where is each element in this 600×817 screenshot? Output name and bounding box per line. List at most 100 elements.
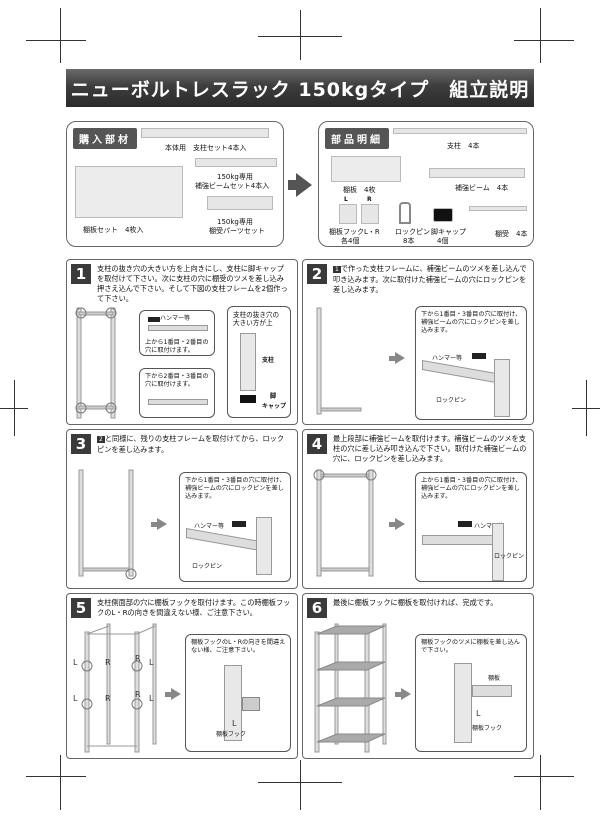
hook-l-image — [339, 204, 357, 224]
post-icon — [256, 517, 272, 575]
beam-label: 補強ビーム 4本 — [455, 184, 509, 192]
step2-callout-text: 下から1番目・3番目の穴に取付け、補強ビームの穴にロックピンを差し込みます。 — [421, 311, 522, 334]
arrow-right-icon — [395, 518, 405, 530]
parts-label: 部品明細 — [325, 128, 389, 149]
post-icon — [240, 333, 256, 391]
post-icon — [492, 523, 504, 581]
arrow-right-icon — [401, 688, 411, 700]
shelf-label: 棚板 — [488, 675, 501, 682]
hook-icon — [242, 697, 260, 711]
post-set-image — [141, 128, 269, 138]
shelf-image — [331, 156, 401, 182]
hammer-icon — [472, 353, 486, 359]
rail-image — [469, 206, 527, 211]
step5-callout-text: 棚板フックのL・Rの向きを間違えない様、ご注意下さい。 — [191, 639, 286, 654]
crop-mark — [514, 776, 574, 777]
cap-icon — [240, 395, 256, 403]
hammer-icon — [458, 521, 472, 527]
hook-l-letter: L — [476, 709, 481, 718]
page-title: ニューボルトレスラック 150kgタイプ 組立説明 — [66, 69, 534, 107]
shelf-label: 棚板 4枚 — [343, 186, 376, 194]
hammer-icon — [232, 521, 246, 527]
hook-l-letter: L — [149, 694, 154, 703]
step1-post-note-2: 大きい方が上 — [233, 319, 273, 327]
pin-label: ロックピン — [436, 397, 467, 404]
pin-image — [399, 202, 411, 224]
step-text: 最上段部に補強ビームを取付けます。補強ビームのツメを支柱の穴に差し込み叩き込んで… — [333, 434, 527, 463]
step-number: 1 — [71, 264, 91, 284]
post-icon — [494, 359, 510, 417]
cap-label-2: キャップ — [262, 403, 287, 410]
shelf-set-image — [75, 166, 183, 218]
step-ref-badge: 2 — [97, 436, 105, 443]
hook-l-letter: L — [73, 694, 78, 703]
step3-callout: 下から1番目・3番目の穴に取付け、補強ビームの穴にロックピンを差し込みます。 ハ… — [179, 472, 291, 582]
finished-rack-illustration — [314, 623, 387, 753]
crop-mark — [26, 776, 86, 777]
step6-callout-text: 棚板フックのツメに棚板を差し込んで下さい。 — [421, 639, 520, 654]
pin-label: ロックピン — [192, 563, 223, 570]
crop-mark — [540, 755, 541, 810]
post-icon — [454, 663, 472, 743]
crop-mark — [26, 40, 86, 41]
step-5: 5 支柱側面部の穴に棚板フックを取付けます。この時棚板フックのL・Rの向きを間違… — [66, 593, 298, 759]
cap-image — [433, 208, 453, 222]
post-label: 支柱 4本 — [447, 142, 480, 150]
step3-callout-text: 下から1番目・3番目の穴に取付け、補強ビームの穴にロックピンを差し込みます。 — [185, 477, 286, 500]
hook-l-letter: L — [344, 196, 348, 203]
arrow-right-icon — [395, 692, 401, 697]
hook-l-letter: L — [232, 719, 237, 728]
beam-set-image — [195, 158, 277, 167]
parts-panel: 部品明細 支柱 4本 棚板 4枚 補強ビーム 4本 L R 棚板フックL・R 各… — [318, 121, 534, 247]
step-number: 3 — [71, 434, 91, 454]
step-1: 1 支柱の抜き穴の大きい方を上向きにし、支柱に脚キャップを取付けて下さい。次に支… — [66, 259, 298, 425]
hook-r-letter: R — [105, 658, 111, 667]
beam-image — [429, 168, 525, 178]
pin-label: ロックピン — [494, 553, 525, 560]
step1-post-note-1: 支柱の抜き穴の — [233, 311, 280, 319]
arrow-right-icon — [389, 356, 395, 361]
rail-icon — [148, 399, 208, 405]
step1-callout-1: 上から1番目・2番目の穴に取付けます。 — [145, 339, 209, 354]
beam-icon — [422, 359, 502, 385]
pin-label-2: 8本 — [403, 237, 415, 245]
crop-mark — [60, 755, 61, 810]
arrow-right-icon — [389, 522, 395, 527]
hook-l-letter: L — [149, 658, 154, 667]
arrow-right-icon — [151, 522, 157, 527]
hook-label: 棚板フック — [216, 731, 247, 738]
step2-callout: 下から1番目・3番目の穴に取付け、補強ビームの穴にロックピンを差し込みます。 ハ… — [415, 306, 527, 420]
rail-label: 棚受 4本 — [495, 230, 528, 238]
step5-callout: 棚板フックのL・Rの向きを間違えない様、ご注意下さい。 L 棚板フック — [185, 634, 291, 752]
frame-illustration — [78, 469, 137, 580]
post-icon — [224, 665, 242, 741]
hook-r-image — [361, 204, 379, 224]
hook-r-letter: R — [367, 196, 372, 203]
rail-icon — [148, 325, 208, 331]
crop-mark — [300, 760, 301, 810]
shelf-icon — [472, 685, 512, 697]
step-ref-badge: 1 — [333, 266, 341, 273]
step-number: 5 — [71, 598, 91, 618]
hook-label: 棚板フック — [472, 725, 503, 732]
frame-illustration — [316, 307, 362, 415]
hook-label-1: 棚板フックL・R — [329, 228, 380, 236]
post-set-label: 本体用 支柱セット4本入 — [165, 144, 247, 152]
step4-callout: 上から1番目・3番目の穴に取付け、補強ビームの穴にロックピンを差し込みます。 ハ… — [415, 472, 527, 582]
step1-post-callout: 支柱の抜き穴の 大きい方が上 支柱 脚 キャップ — [227, 306, 291, 418]
post-label: 支柱 — [262, 357, 275, 364]
bracket-set-label-1: 150kg専用 — [217, 218, 253, 226]
step-text: 最後に棚板フックに棚板を取付ければ、完成です。 — [333, 598, 498, 607]
step-number: 2 — [307, 264, 327, 284]
hammer-label: ハンマー等 — [194, 523, 225, 530]
step1-bottom-callout: 下から2番目・3番目の穴に取付けます。 — [139, 368, 215, 418]
beam-icon — [422, 535, 502, 545]
cap-label-2: 4個 — [437, 237, 449, 245]
hook-r-letter: R — [105, 694, 111, 703]
step-6: 6 最後に棚板フックに棚板を取付ければ、完成です。 棚板フックのツメに棚板を差し… — [302, 593, 534, 759]
pin-label-1: ロックピン — [395, 228, 430, 236]
step-number: 4 — [307, 434, 327, 454]
arrow-right-icon — [157, 518, 167, 530]
